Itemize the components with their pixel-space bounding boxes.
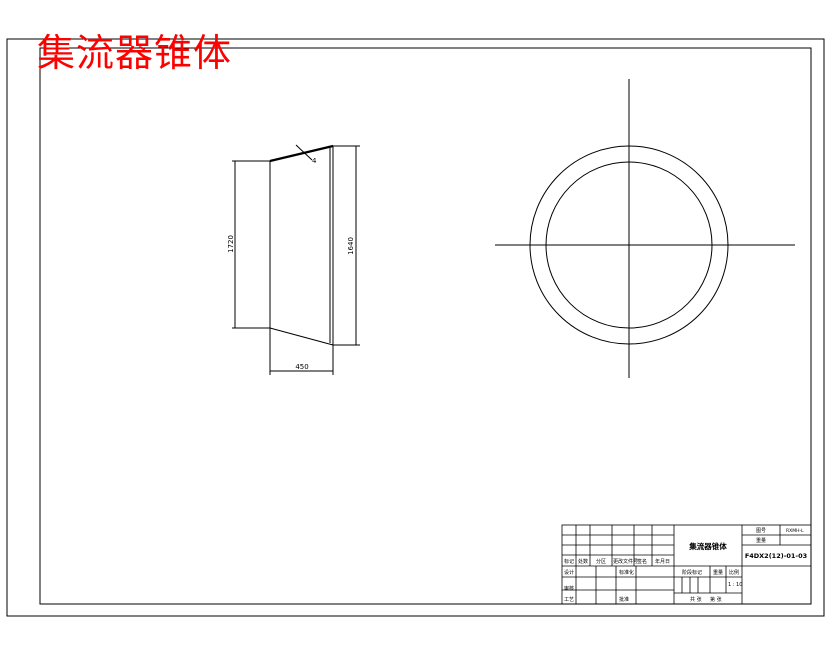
cone-top-thick-edge [269,144,334,163]
title-block [561,524,812,605]
stage-label-1: 重量 [713,569,723,576]
title-block-drawing-number: F4DX2(12)-01-03 [745,552,807,560]
sign-label-0: 设计 [564,569,574,576]
dim-length: 450 [295,363,308,371]
sign-label-4: 批准 [619,596,629,603]
cone-end-view [495,79,795,378]
title-block-part-name: 集流器锥体 [688,541,727,551]
overlay-title: 集流器锥体 [37,31,233,75]
inner-border [39,47,812,605]
title-block-tr-label-1: RXMH-L [786,528,804,534]
rev-header-4: 签名 [637,558,647,565]
sign-label-3: 工艺 [564,597,574,603]
stage-label-2: 比例 [729,569,739,576]
rev-header-3: 更改文件号 [613,558,638,565]
rev-header-1: 处数 [578,558,588,565]
sheet-label-1: 第 张 [710,596,722,603]
leader-label: 4 [312,157,317,165]
rev-header-5: 年月日 [655,558,670,565]
rev-header-2: 分区 [596,558,606,565]
cone-front-view [232,144,360,375]
title-block-tr-label-2: 重量 [756,537,766,544]
dim-height-large: 1640 [347,237,355,255]
sign-label-1: 标准化 [619,569,634,576]
dim-height-small: 1720 [227,235,235,253]
sign-label-2: 审核 [564,585,574,592]
rev-header-0: 标记 [564,558,574,565]
title-block-tr-label-0: 图号 [756,528,766,534]
sheet-label-0: 共 张 [690,596,702,603]
outer-border [6,38,825,617]
stage-label-0: 阶段标记 [682,569,702,576]
scale-value: 1 : 10 [728,582,742,588]
cone-bottom-edge [269,327,334,346]
